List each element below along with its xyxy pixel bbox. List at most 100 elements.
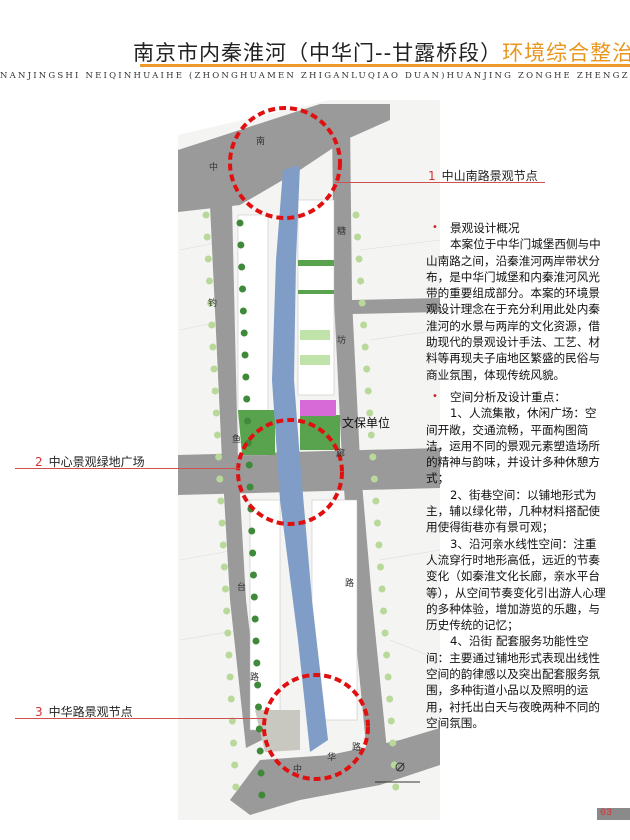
section-heading: 空间分析及设计重点： (450, 390, 566, 404)
tree-icon (241, 351, 249, 359)
tree-icon (202, 211, 210, 219)
tree-icon (226, 673, 234, 681)
heritage-label: 文保单位 (342, 416, 391, 430)
analysis-item: 4、沿街 配套服务功能性空间：主要通过铺地形式表现出线性空间的韵律感以及突出配套… (426, 634, 600, 730)
tree-icon (237, 241, 245, 249)
tree-icon (246, 483, 254, 491)
tree-icon (253, 659, 261, 667)
tree-icon (254, 681, 262, 689)
callout-number: 1 (428, 169, 436, 183)
tree-icon (370, 475, 378, 483)
tree-icon (389, 739, 397, 747)
node-circles (228, 106, 370, 781)
road-zhonghua (230, 728, 440, 815)
page-subtitle: NANJINGSHI NEIQINHUAIHE (ZHONGHUAMEN ZHI… (0, 71, 630, 81)
tree-icon (204, 255, 212, 263)
tree-icon (375, 541, 383, 549)
tree-icon (251, 615, 259, 623)
tree-icon (245, 461, 253, 469)
analysis-item: 1、人流集散，休闲广场：空间开敞，交通流畅，平面构图简洁，运用不同的景观元素塑造… (426, 406, 600, 486)
street-label: 中 (293, 765, 303, 775)
tree-icon (258, 791, 266, 799)
analysis-item: 2、街巷空间：以铺地形式为主，辅以绿化带，几种材料搭配使用使得街巷亦有景可观； (426, 487, 600, 535)
tree-icon (257, 769, 265, 777)
tree-icon (255, 725, 263, 733)
tree-icon (248, 527, 256, 535)
tree-icon (240, 329, 248, 337)
callout-line-3 (15, 718, 263, 719)
section-body: 本案位于中华门城堡西侧与中山南路之间，沿秦淮河两岸带状分布，是中华门城堡和内秦淮… (426, 237, 601, 382)
north-arrow (375, 762, 420, 783)
road-tangfanglang (332, 118, 388, 765)
tree-icon (238, 263, 246, 271)
tree-icon (231, 761, 239, 769)
bullet-icon: • (432, 222, 438, 233)
river (272, 165, 328, 752)
street-label: 坊 (337, 336, 347, 346)
tree-icon (224, 629, 232, 637)
page-title: 南京市内秦淮河（中华门--甘露桥段）环境综合整治 (133, 37, 630, 67)
street-label: 糖 (337, 227, 347, 237)
bullet-icon: • (432, 391, 438, 402)
tree-icon (232, 783, 240, 791)
tree-icon (227, 695, 235, 703)
street-label: 南 (256, 137, 266, 147)
tree-icon (354, 233, 362, 241)
street-label: 路 (250, 673, 260, 683)
tree-icon (210, 365, 218, 373)
callout-line-1 (335, 182, 545, 183)
street-label: 路 (345, 579, 355, 589)
tree-icon (352, 211, 360, 219)
tree-icon (369, 453, 377, 461)
street-trees (202, 211, 400, 799)
callout-label: 中华路景观节点 (48, 705, 133, 719)
tree-icon (211, 387, 219, 395)
section-heading: 景观设计概况 (450, 221, 520, 235)
callout-number: 2 (35, 455, 43, 469)
analysis-section: • 空间分析及设计重点： 1、人流集散，休闲广场：空间开敞，交通流畅，平面构图简洁… (426, 389, 608, 731)
tree-icon (230, 739, 238, 747)
tree-icon (366, 409, 374, 417)
tree-icon (220, 563, 228, 571)
tree-icon (255, 703, 263, 711)
tree-icon (239, 307, 247, 315)
tree-icon (225, 651, 233, 659)
title-main: 南京市内秦淮河（中华门--甘露桥段） (133, 41, 503, 65)
tree-icon (360, 321, 368, 329)
tree-icon (228, 717, 236, 725)
street-label: 路 (352, 743, 362, 753)
tree-icon (207, 299, 215, 307)
tree-icon (208, 321, 216, 329)
tree-icon (367, 431, 375, 439)
tree-icon (384, 673, 392, 681)
street-label: 鱼 (232, 435, 242, 445)
tree-icon (249, 571, 257, 579)
tree-icon (222, 585, 230, 593)
tree-icon (244, 417, 252, 425)
tree-icon (372, 497, 380, 505)
callout-label: 中心景观绿地广场 (48, 455, 145, 469)
tree-icon (381, 629, 389, 637)
street-label: 华 (327, 753, 337, 763)
analysis-item: 3、沿河亲水线性空间：注重人流穿行时地形高低，远近的节奏变化（如秦淮文化长廊，亲… (426, 536, 606, 633)
tree-icon (373, 519, 381, 527)
tree-icon (203, 233, 211, 241)
node-circle-2 (236, 418, 344, 526)
tree-icon (213, 431, 221, 439)
tree-icon (249, 549, 257, 557)
tree-icon (364, 387, 372, 395)
tree-icon (243, 395, 251, 403)
tree-icon (205, 277, 213, 285)
street-label: 廊 (336, 449, 346, 459)
tree-icon (357, 277, 365, 285)
street-label: 钓 (208, 299, 218, 309)
tree-icon (217, 497, 225, 505)
tree-icon (216, 475, 224, 483)
tree-icon (361, 343, 369, 351)
tree-icon (355, 255, 363, 263)
node-circle-1 (228, 106, 342, 220)
tree-icon (223, 607, 231, 615)
